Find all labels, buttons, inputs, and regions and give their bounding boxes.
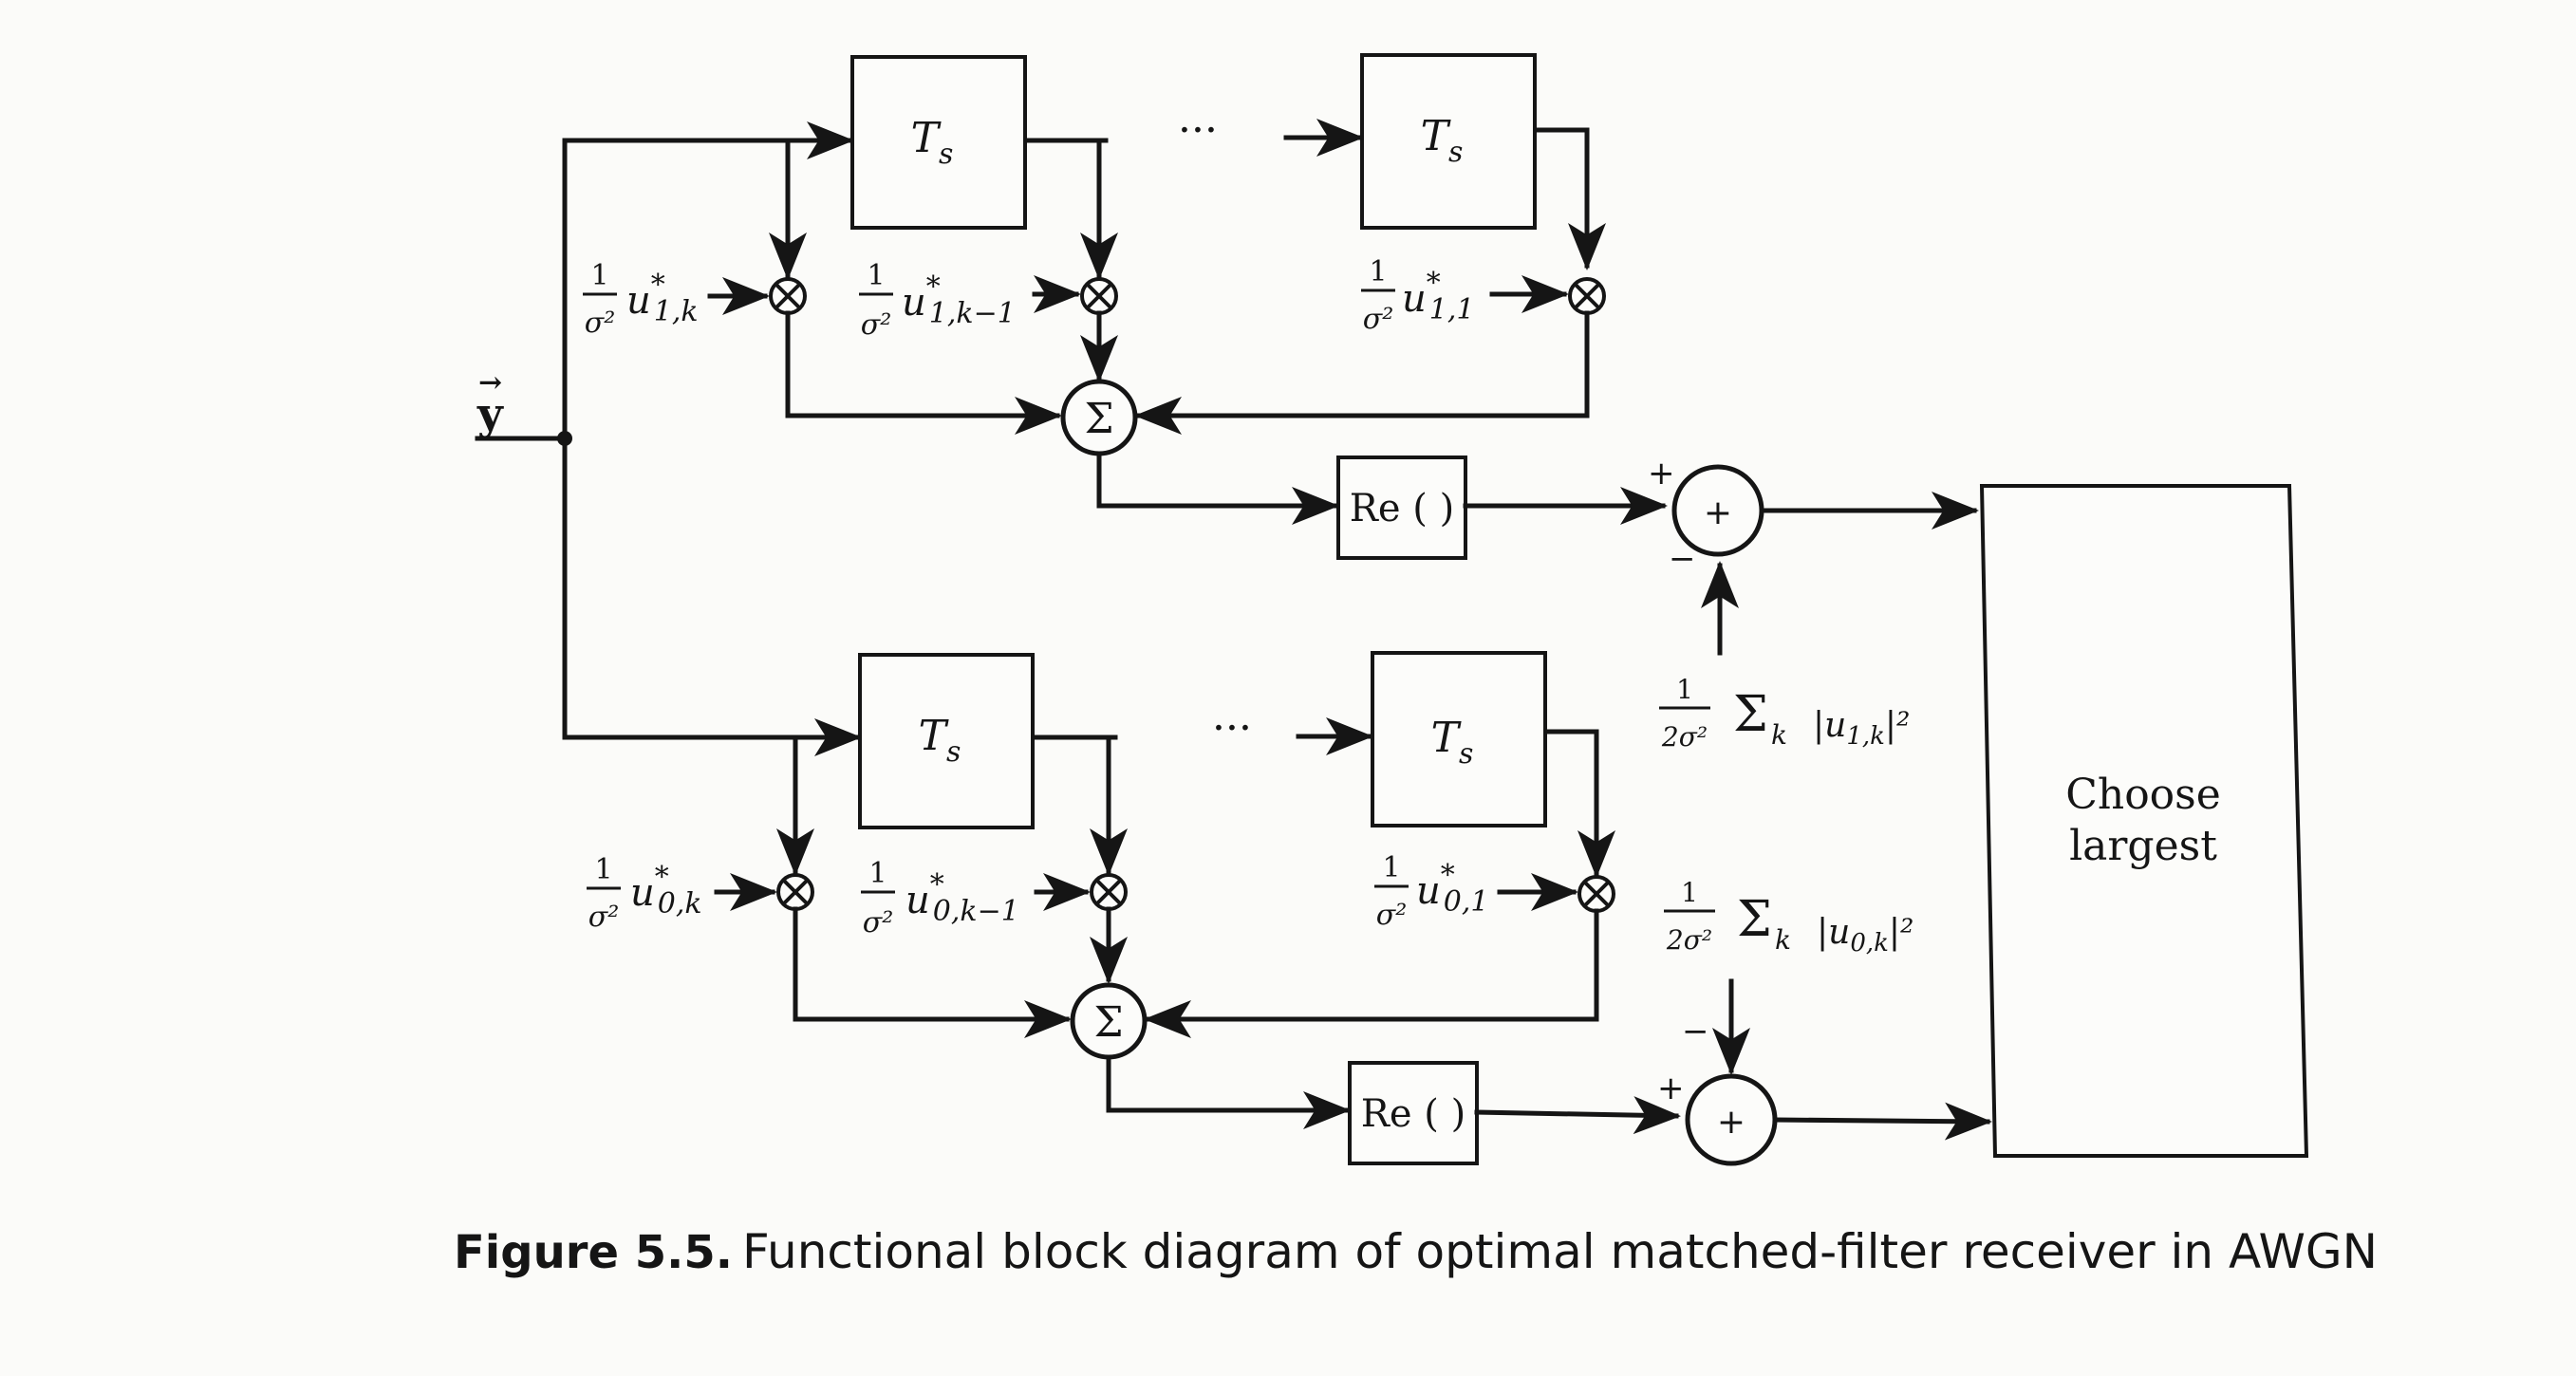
- svg-text:σ²: σ²: [585, 307, 616, 340]
- svg-text:Ts: Ts: [1431, 714, 1474, 771]
- branch1-multiplier-2: [1080, 277, 1118, 315]
- choose-largest-line2: largest: [2069, 822, 2217, 870]
- svg-text:Σ: Σ: [1733, 686, 1768, 743]
- svg-text:Ts: Ts: [1421, 112, 1464, 169]
- branch1-realpart-box: [1336, 456, 1467, 560]
- branch0-mult1-to-sum: [793, 906, 1072, 1038]
- branch0-re-to-adder: [1474, 1096, 1681, 1135]
- branch0-coeff-1: 1 σ² u*0,k: [587, 853, 702, 934]
- input-vector-arrow: →: [478, 366, 502, 400]
- branch0-coeff-2: 1 σ² u*0,k−1: [861, 857, 1019, 939]
- svg-text:1: 1: [868, 857, 887, 890]
- branch1-mult3-to-sum: [1134, 310, 1590, 435]
- svg-text:u*0,1: u*0,1: [1416, 859, 1488, 919]
- svg-text:u*1,k−1: u*1,k−1: [902, 270, 1016, 330]
- svg-text:2σ²: 2σ²: [1666, 924, 1712, 956]
- svg-text:u*0,k−1: u*0,k−1: [905, 868, 1019, 928]
- branch1-sum-to-re: [1096, 451, 1339, 525]
- branch0-adder-to-decision: [1772, 1102, 1992, 1141]
- branch1-tail-wire: [1532, 127, 1606, 270]
- branch1-coeff-3: 1 σ² u*1,1: [1361, 255, 1474, 336]
- branch0-delay-2: [1371, 651, 1547, 827]
- svg-text:1: 1: [594, 853, 612, 886]
- branch1-mult1-to-sum: [785, 310, 1062, 435]
- branch1-ellipsis: ···: [1178, 106, 1218, 155]
- svg-text:1: 1: [590, 259, 608, 292]
- branch-0: ··· Ts Ts 1 σ² u*0,k 1: [562, 651, 1992, 1166]
- svg-text:Σ: Σ: [1737, 891, 1772, 948]
- svg-text:|u0,k|²: |u0,k|²: [1817, 913, 1913, 958]
- input-signal: y →: [475, 138, 572, 740]
- choose-largest-block: Choose largest: [1979, 484, 2309, 1158]
- svg-text:|u1,k|²: |u1,k|²: [1813, 706, 1910, 751]
- svg-text:u*1,k: u*1,k: [626, 269, 699, 328]
- branch1-summer-symbol: Σ: [1084, 395, 1113, 443]
- branch-1: ··· Ts Ts 1 σ² u*1,k: [562, 53, 1979, 753]
- svg-text:σ²: σ²: [861, 308, 892, 342]
- branch0-realpart-label: Re ( ): [1361, 1092, 1465, 1136]
- figure-caption-text: Functional block diagram of optimal matc…: [742, 1224, 2378, 1279]
- svg-text:σ²: σ²: [1376, 899, 1408, 932]
- branch1-coeff-2: 1 σ² u*1,k−1: [859, 259, 1016, 342]
- svg-text:σ²: σ²: [588, 901, 620, 934]
- branch1-adder-symbol: +: [1704, 493, 1732, 532]
- svg-text:σ²: σ²: [863, 906, 894, 939]
- svg-text:1: 1: [1369, 255, 1387, 288]
- branch1-energy-term: 1 2σ² Σ k |u1,k|²: [1659, 674, 1910, 753]
- branch1-minus-sign: −: [1669, 540, 1696, 578]
- svg-text:2σ²: 2σ²: [1661, 721, 1708, 753]
- svg-text:k: k: [1771, 719, 1787, 751]
- branch0-summer-symbol: Σ: [1093, 998, 1123, 1047]
- svg-text:Ts: Ts: [919, 712, 961, 769]
- svg-text:1: 1: [1681, 877, 1698, 908]
- figure-caption: Figure 5.5. Functional block diagram of …: [454, 1224, 2378, 1279]
- branch0-multiplier-2: [1090, 873, 1128, 911]
- branch0-adder-symbol: +: [1717, 1103, 1745, 1142]
- branch0-ellipsis: ···: [1212, 704, 1252, 753]
- branch1-delay-2: [1360, 53, 1537, 230]
- choose-largest-line1: Choose: [2065, 771, 2221, 819]
- input-label: y: [476, 388, 504, 439]
- branch0-plus-sign: +: [1657, 1069, 1685, 1107]
- branch1-plus-sign: +: [1648, 455, 1675, 493]
- svg-text:1: 1: [1382, 851, 1400, 884]
- branch0-coeff-3: 1 σ² u*0,1: [1374, 851, 1488, 932]
- svg-text:σ²: σ²: [1363, 303, 1394, 336]
- branch0-sum-to-re: [1106, 1054, 1351, 1129]
- branch1-realpart-label: Re ( ): [1350, 487, 1454, 530]
- branch0-delay-1: [858, 653, 1035, 829]
- choose-largest-box: [1979, 484, 2309, 1158]
- branch0-multiplier-3: [1577, 875, 1615, 913]
- branch0-multiplier-1: [776, 873, 814, 911]
- svg-text:u*0,k: u*0,k: [630, 861, 702, 920]
- branch0-minus-sign: −: [1682, 1013, 1709, 1051]
- branch0-energy-term: 1 2σ² Σ k |u0,k|²: [1664, 877, 1913, 958]
- svg-text:1: 1: [1676, 674, 1693, 705]
- branch1-multiplier-1: [769, 277, 807, 315]
- branch0-tail-wire: [1542, 729, 1615, 878]
- svg-text:Ts: Ts: [911, 114, 954, 171]
- svg-text:1: 1: [867, 259, 885, 292]
- svg-text:u*1,1: u*1,1: [1402, 267, 1474, 326]
- branch1-coeff-1: 1 σ² u*1,k: [583, 259, 699, 340]
- branch0-mult3-to-sum: [1144, 908, 1599, 1038]
- figure-number: Figure 5.5.: [454, 1226, 733, 1279]
- svg-text:k: k: [1775, 924, 1791, 956]
- branch1-delay-1: [850, 55, 1027, 230]
- branch1-multiplier-3: [1568, 277, 1606, 315]
